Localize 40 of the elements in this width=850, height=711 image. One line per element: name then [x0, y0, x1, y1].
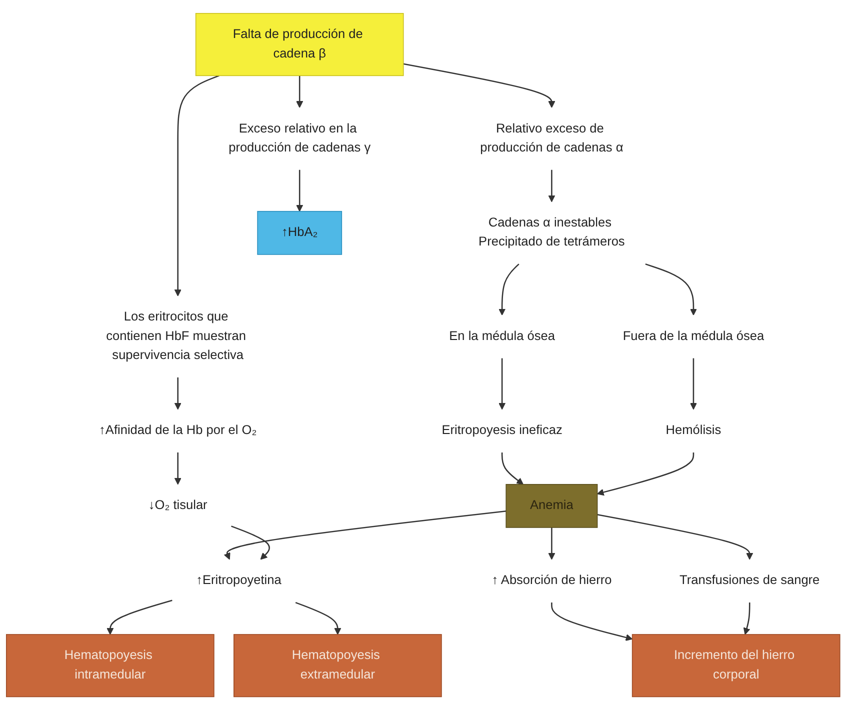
arrow [548, 528, 556, 560]
arrow [690, 358, 697, 410]
arrow [551, 602, 633, 642]
arrow [231, 526, 270, 560]
arrow [498, 264, 520, 316]
node-box: Hematopoyesis intramedular [6, 634, 214, 698]
arrow [743, 602, 750, 636]
arrow [295, 602, 342, 636]
node-box: Incremento del hierro corporal [632, 634, 840, 698]
arrow [498, 358, 506, 410]
arrow [106, 600, 172, 636]
node-text: Hemólisis [666, 424, 722, 438]
arrow [174, 378, 182, 410]
arrow [224, 510, 506, 560]
node-box: Anemia [506, 484, 598, 528]
arrow [174, 76, 220, 297]
node-box: Falta de producción de cadena β [195, 13, 404, 76]
arrow [597, 514, 754, 560]
node-text: Exceso relativo en la producción de cadenas γ [228, 122, 371, 156]
node-text: Relativo exceso de producción de cadenas α [480, 122, 624, 156]
arrow [596, 452, 694, 496]
node-box: Hematopoyesis extramedular [234, 634, 442, 698]
node-text: Transfusiones de sangre [680, 574, 820, 588]
node-text: Los eritrocitos que contienen HbF muestran supervivencia selectiva [106, 310, 246, 363]
node-box: ↑HbA₂ [257, 211, 342, 256]
node-text: En la médula ósea [449, 330, 555, 344]
node-text: ↑Eritropoyetina [196, 574, 282, 588]
arrow [501, 452, 524, 486]
node-text: Eritropoyesis ineficaz [442, 424, 562, 438]
node-text: ↑Afinidad de la Hb por el O₂ [99, 424, 257, 438]
arrow [645, 264, 697, 316]
arrow [548, 170, 556, 203]
node-text: Fuera de la médula ósea [622, 330, 764, 344]
arrow [296, 170, 304, 212]
arrow [403, 64, 556, 108]
node-text: ↑ Absorción de hierro [492, 574, 612, 588]
node-text: Cadenas α inestables Precipitado de tetrámeros [478, 216, 625, 250]
arrow [174, 452, 182, 486]
arrow [296, 76, 304, 108]
node-text: ↓O₂ tisular [148, 499, 208, 513]
